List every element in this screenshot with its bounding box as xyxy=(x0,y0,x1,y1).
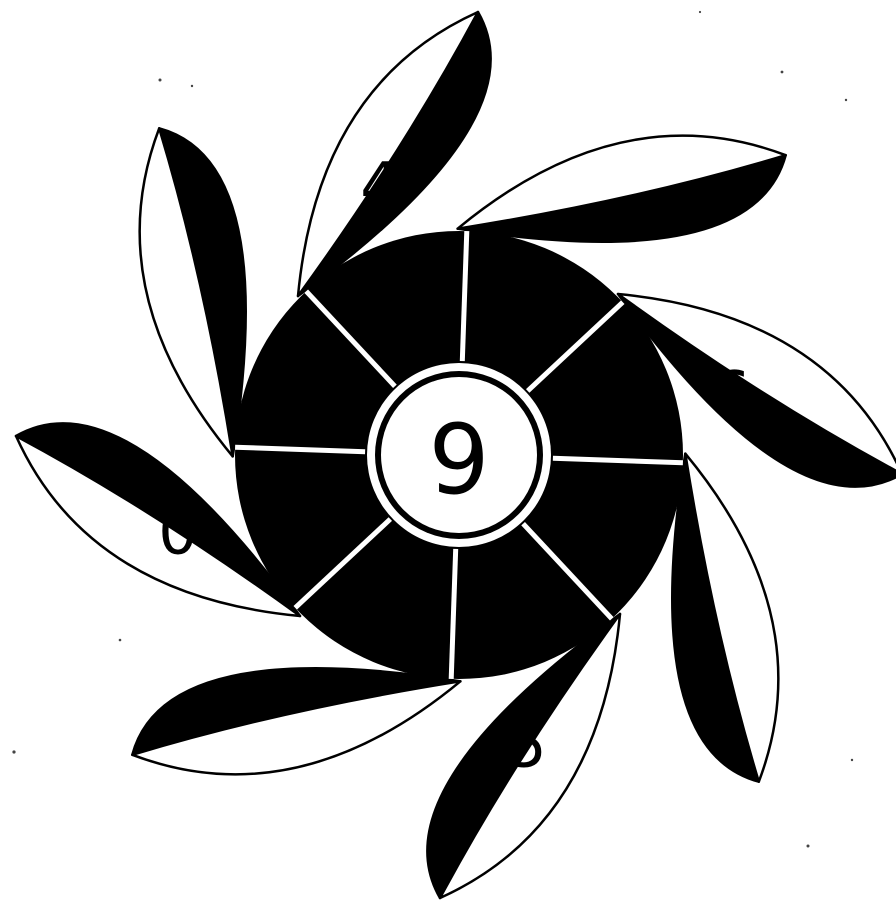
petal-label-left: 0 xyxy=(158,496,197,569)
hub: 9 xyxy=(235,231,683,679)
center-number: 9 xyxy=(428,404,489,516)
petal-label-top: 4 xyxy=(360,149,399,222)
petal-label-bottom: 5 xyxy=(507,709,546,782)
petal-label-right: 6 xyxy=(711,358,750,431)
